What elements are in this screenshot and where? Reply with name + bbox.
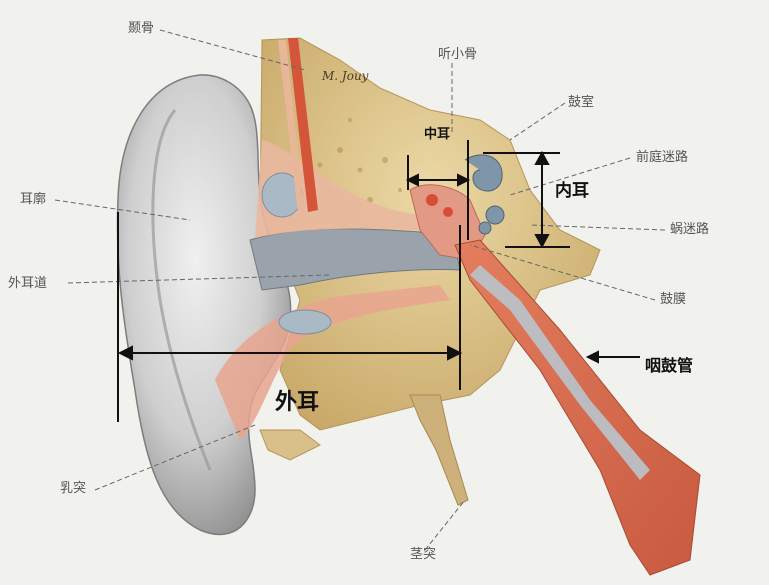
label-temporal-bone: 颞骨 (128, 21, 155, 36)
label-vestibule: 前庭迷路 (636, 150, 689, 165)
label-eardrum: 鼓膜 (660, 292, 687, 307)
region-outer-ear: 外耳 (275, 390, 320, 415)
eustachian-tube-shape (454, 239, 701, 576)
styloid-process-shape (409, 394, 469, 506)
inner-ear-structure (464, 154, 505, 235)
cartilage-blob-lower (278, 309, 332, 335)
helix-fold (151, 109, 212, 471)
canal-lining-top (255, 140, 440, 238)
label-tympanic-cavity: 鼓室 (568, 95, 595, 110)
label-cochlea: 蜗迷路 (670, 222, 710, 237)
region-eustachian-tube: 咽鼓管 (645, 356, 694, 375)
lower-tissue (215, 285, 450, 440)
region-brackets (117, 140, 640, 422)
mastoid-shape (259, 429, 321, 461)
label-ear-canal: 外耳道 (8, 276, 48, 291)
label-styloid: 茎突 (410, 547, 437, 562)
label-mastoid: 乳突 (60, 481, 87, 496)
vessel-stripe-edge (278, 40, 304, 214)
tube-lumen (470, 265, 650, 480)
label-auricle: 耳廓 (20, 192, 47, 207)
artist-signature: M. Jouy (322, 69, 369, 83)
label-ossicles: 听小骨 (438, 47, 478, 62)
ossicle-b (443, 207, 453, 217)
region-middle-ear: 中耳 (424, 127, 451, 142)
leader-lines (54, 29, 666, 551)
region-inner-ear: 内耳 (555, 181, 589, 201)
ossicle-a (426, 194, 438, 206)
vessel-stripe (288, 38, 318, 212)
